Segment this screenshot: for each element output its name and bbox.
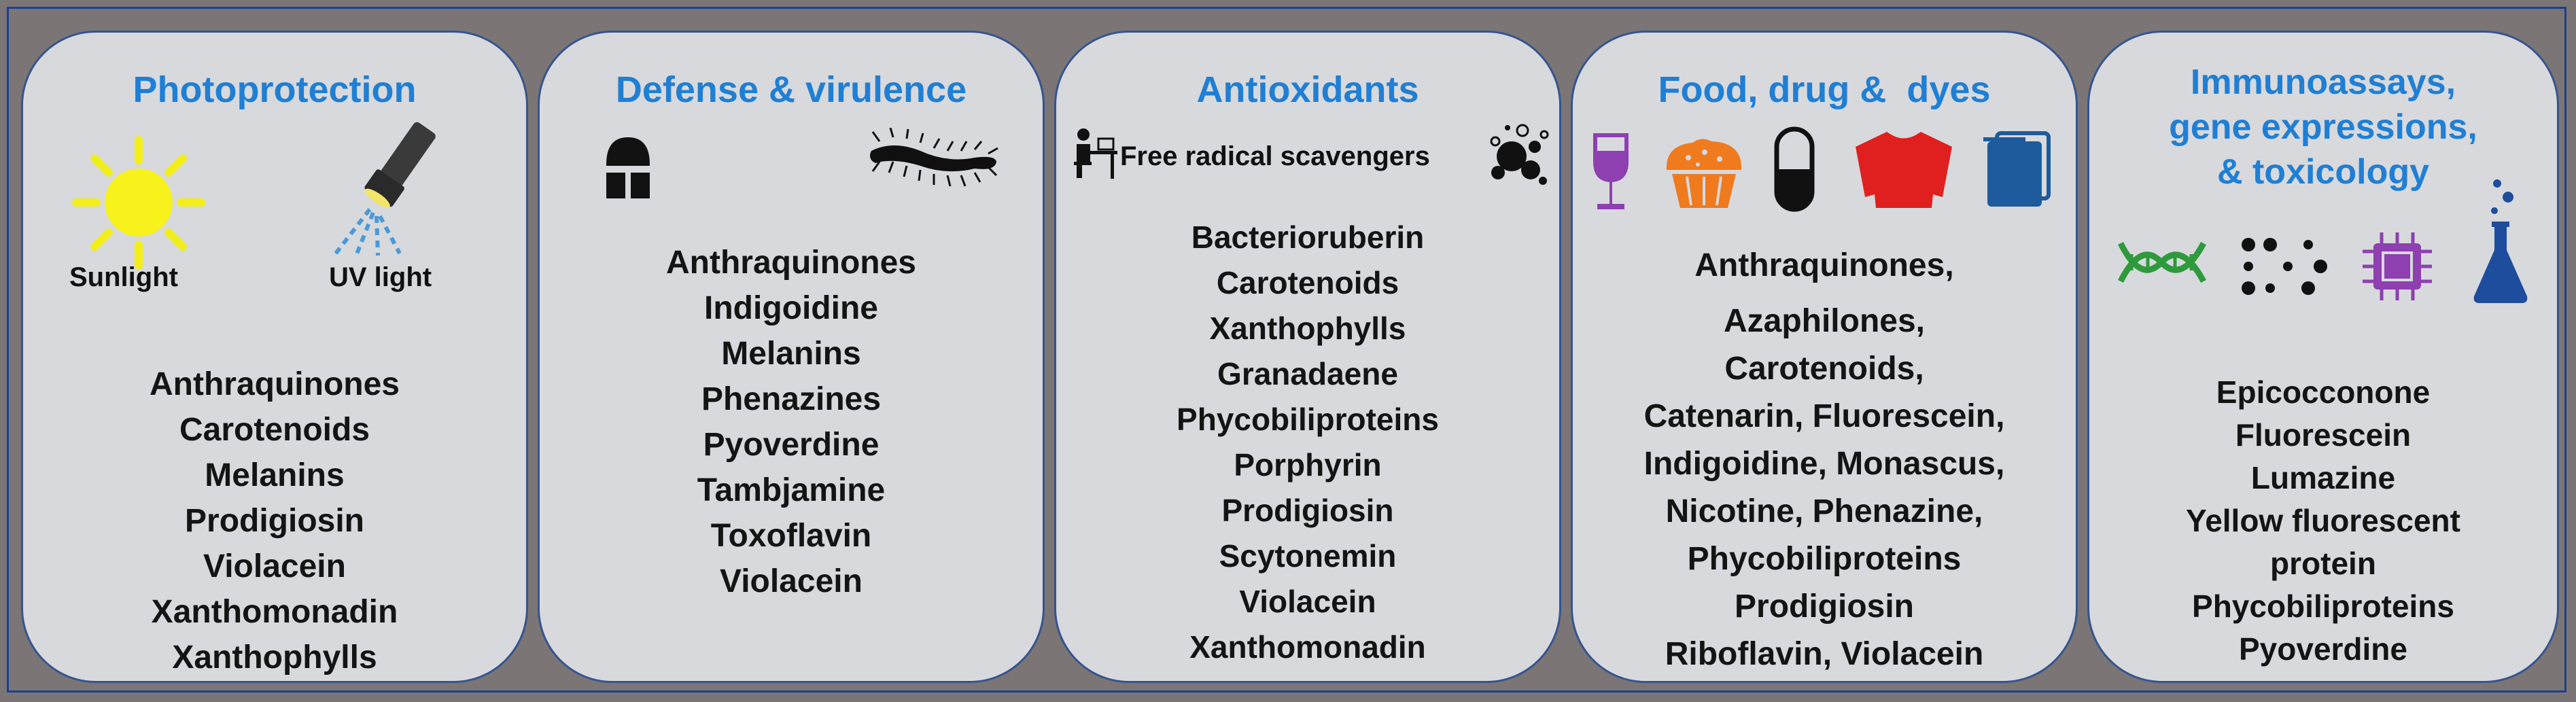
list-item: Xanthophylls [172,639,377,675]
list-item: Pyoverdine [703,427,880,463]
list-item: Carotenoids [1216,265,1399,300]
panel-title: Photoprotection [133,69,417,110]
list-item: Xanthomonadin [151,594,398,630]
list-item: Indigoidine [704,290,878,326]
flashlight-icon [334,122,436,257]
uv-light-label: UV light [329,262,432,292]
list-item: protein [2270,546,2376,581]
panel-food-drug-dyes: Food, drug & dyes [1571,31,2078,683]
list-item: Nicotine, Phenazine, [1665,493,1983,529]
list-item: Yellow fluorescent [2186,503,2460,538]
figure-frame: Photoprotection [7,7,2566,692]
panel-title: Immunoassays, gene expressions, & toxico… [2169,63,2477,192]
list-item: Violacein [203,548,346,584]
muffin-icon [1666,139,1742,208]
person-at-desk-icon [1074,128,1117,179]
list-item: Porphyrin [1234,447,1382,482]
panel-photoprotection: Photoprotection [21,31,528,683]
sunlight-label: Sunlight [69,262,178,292]
list-item: Granadaene [1217,356,1398,391]
shirt-icon [1856,132,1952,208]
flask-icon [2473,179,2528,303]
list-item: Prodigiosin [1221,493,1394,528]
panel-title: Food, drug & dyes [1658,69,1991,110]
item-list: Anthraquinones, Azaphilones, Carotenoids… [1573,242,2076,678]
towel-icon [1983,131,2051,207]
list-item: Catenarin, Fluorescein, [1643,398,2005,434]
panel-subtitle: Free radical scavengers [1120,141,1430,171]
panel-title: Defense & virulence [615,69,967,110]
panel-antioxidants: Antioxidants Free radical scavengers Bac… [1054,31,1561,683]
list-item: Toxoflavin [710,518,872,554]
list-item: Fluorescein [2235,417,2412,453]
list-item: Lumazine [2250,460,2396,495]
list-item: Riboflavin, Violacein [1665,636,1984,672]
list-item: Phycobiliproteins [1687,541,1962,577]
microchip-icon [2363,232,2432,300]
molecules-icon [1490,124,1549,185]
list-item: Prodigiosin [1735,589,1914,625]
list-item: Epicocconone [2216,374,2431,410]
list-item: Anthraquinones [666,245,916,281]
list-item: Violacein [1239,584,1376,619]
list-item: Phenazines [701,381,882,417]
list-item: Phycobiliproteins [1177,402,1439,437]
capsule-icon [1774,126,1815,212]
list-item: Carotenoids, [1724,351,1924,387]
wine-glass-icon [1593,133,1629,209]
dot-matrix-icon [2242,238,2327,295]
panel-immunoassays: Immunoassays, gene expressions, & toxico… [2087,31,2559,683]
list-item: Tambjamine [697,472,886,508]
sun-icon [72,136,205,269]
item-list: Epicocconone Fluorescein Lumazine Yellow… [2089,371,2557,671]
item-list: Anthraquinones Carotenoids Melanins Prod… [23,362,526,680]
knight-helmet-icon [606,137,650,198]
list-item: Violacein [720,563,863,599]
list-item: Xanthomonadin [1189,629,1426,665]
list-item: Prodigiosin [185,503,364,539]
item-list: Bacterioruberin Carotenoids Xanthophylls… [1056,215,1559,670]
list-item: Pyoverdine [2239,631,2407,667]
list-item: Scytonemin [1219,538,1397,574]
panel-defense-virulence: Defense & virulence Anthraquinones [538,31,1045,683]
list-item: Phycobiliproteins [2192,589,2454,624]
item-list: Anthraquinones Indigoidine Melanins Phen… [540,240,1043,604]
list-item: Carotenoids [179,412,370,448]
list-item: Indigoidine, Monascus, [1643,446,2005,482]
bacterium-icon [870,128,998,187]
dna-icon [2118,241,2206,283]
list-item: Xanthophylls [1209,311,1406,346]
list-item: Anthraquinones [150,366,400,402]
list-item: Melanins [205,457,345,493]
panel-title: Antioxidants [1196,69,1419,110]
list-item: Azaphilones, [1723,303,1926,339]
list-item: Anthraquinones, [1694,247,1954,283]
list-item: Bacterioruberin [1191,220,1425,255]
list-item: Melanins [721,336,861,372]
